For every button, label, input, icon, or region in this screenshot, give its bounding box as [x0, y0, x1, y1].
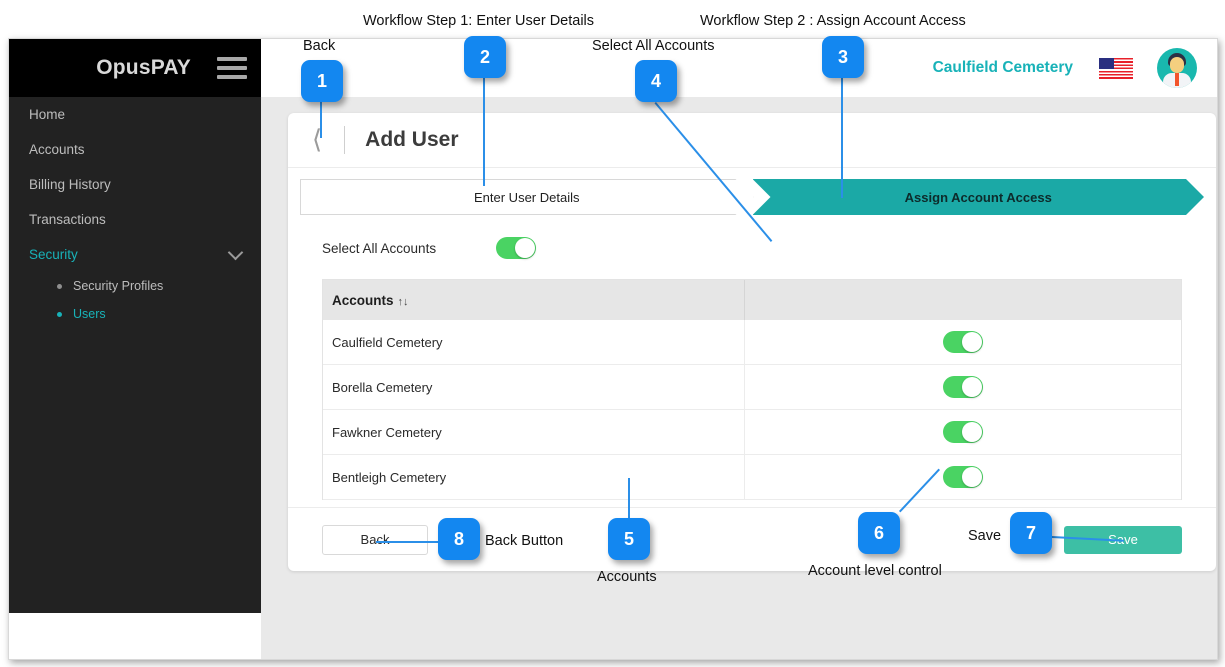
annotation-label-step1: Workflow Step 1: Enter User Details	[363, 13, 595, 29]
sidebar-item-label: Home	[29, 107, 66, 122]
step-label: Enter User Details	[474, 189, 580, 205]
sidebar-item-label: Billing History	[29, 177, 111, 192]
card-header: ⟨ Add User	[288, 113, 1216, 168]
table-row: Bentleigh Cemetery	[323, 455, 1181, 500]
header-divider	[344, 126, 346, 154]
account-toggle-cell	[744, 320, 1181, 364]
bullet-icon	[57, 283, 62, 289]
page-title: Add User	[365, 128, 459, 151]
account-name: Fawkner Cemetery	[332, 424, 442, 440]
step-enter-user-details[interactable]: Enter User Details	[300, 179, 754, 215]
sidebar-item-billing-history[interactable]: Billing History	[9, 167, 261, 202]
chevron-left-icon[interactable]: ⟨	[312, 125, 323, 155]
topbar: Caulfield Cemetery	[261, 39, 1217, 97]
us-flag-icon[interactable]	[1099, 57, 1133, 79]
account-access-toggle[interactable]	[943, 376, 983, 398]
table-header-row: Accounts↑↓	[323, 280, 1181, 320]
table-header-access	[744, 280, 1181, 320]
hamburger-icon[interactable]	[217, 57, 247, 79]
sidebar-item-accounts[interactable]: Accounts	[9, 132, 261, 167]
save-button[interactable]: Save	[1064, 525, 1182, 554]
select-all-accounts-label: Select All Accounts	[322, 240, 437, 256]
account-toggle-cell	[744, 365, 1181, 409]
select-all-accounts-row: Select All Accounts	[288, 215, 1216, 259]
sidebar-subitem-label: Security Profiles	[73, 279, 164, 293]
accounts-table: Accounts↑↓ Caulfield Cemetery Borella Ce…	[322, 279, 1182, 500]
sidebar-item-label: Transactions	[29, 212, 106, 227]
account-access-toggle[interactable]	[943, 466, 983, 488]
main-area: Caulfield Cemetery ⟨ Add User Enter User…	[261, 39, 1217, 659]
account-name: Caulfield Cemetery	[332, 334, 443, 350]
table-row: Fawkner Cemetery	[323, 410, 1181, 455]
table-header-accounts[interactable]: Accounts↑↓	[323, 293, 744, 308]
sidebar-item-security-profiles[interactable]: Security Profiles	[9, 272, 261, 300]
account-name: Bentleigh Cemetery	[332, 469, 447, 485]
content-card: ⟨ Add User Enter User Details Assign Acc…	[288, 113, 1216, 571]
sidebar-item-transactions[interactable]: Transactions	[9, 202, 261, 237]
bullet-icon	[57, 311, 62, 317]
back-button[interactable]: Back	[322, 524, 428, 555]
account-access-toggle[interactable]	[943, 331, 983, 353]
sidebar-item-home[interactable]: Home	[9, 97, 261, 132]
step-assign-account-access[interactable]: Assign Account Access	[753, 179, 1205, 215]
sidebar-subitem-label: Users	[73, 307, 106, 321]
annotation-label-step2: Workflow Step 2 : Assign Account Access	[700, 13, 966, 29]
org-name: Caulfield Cemetery	[932, 59, 1073, 76]
step-label: Assign Account Access	[904, 189, 1052, 205]
brand-title: OpusPAY	[96, 56, 191, 79]
card-footer: Back Save	[288, 507, 1216, 571]
account-toggle-cell	[744, 455, 1181, 499]
chevron-down-icon	[227, 244, 244, 261]
table-row: Caulfield Cemetery	[323, 320, 1181, 365]
sidebar-item-label: Accounts	[29, 142, 85, 157]
sidebar-brand-bar: OpusPAY	[9, 39, 261, 97]
account-toggle-cell	[744, 410, 1181, 454]
account-name: Borella Cemetery	[332, 379, 433, 395]
sort-updown-icon[interactable]: ↑↓	[397, 295, 409, 308]
workflow-stepper: Enter User Details Assign Account Access	[300, 179, 1204, 215]
user-avatar-icon[interactable]	[1157, 48, 1197, 88]
select-all-accounts-toggle[interactable]	[496, 237, 537, 259]
sidebar-item-security[interactable]: Security	[9, 237, 261, 272]
account-access-toggle[interactable]	[943, 421, 983, 443]
table-header-label: Accounts	[332, 292, 394, 308]
sidebar-item-label: Security	[29, 247, 78, 262]
sidebar-item-users[interactable]: Users	[9, 300, 261, 328]
sidebar: OpusPAY Home Accounts Billing History Tr…	[9, 39, 261, 613]
app-window: OpusPAY Home Accounts Billing History Tr…	[8, 38, 1218, 660]
table-row: Borella Cemetery	[323, 365, 1181, 410]
